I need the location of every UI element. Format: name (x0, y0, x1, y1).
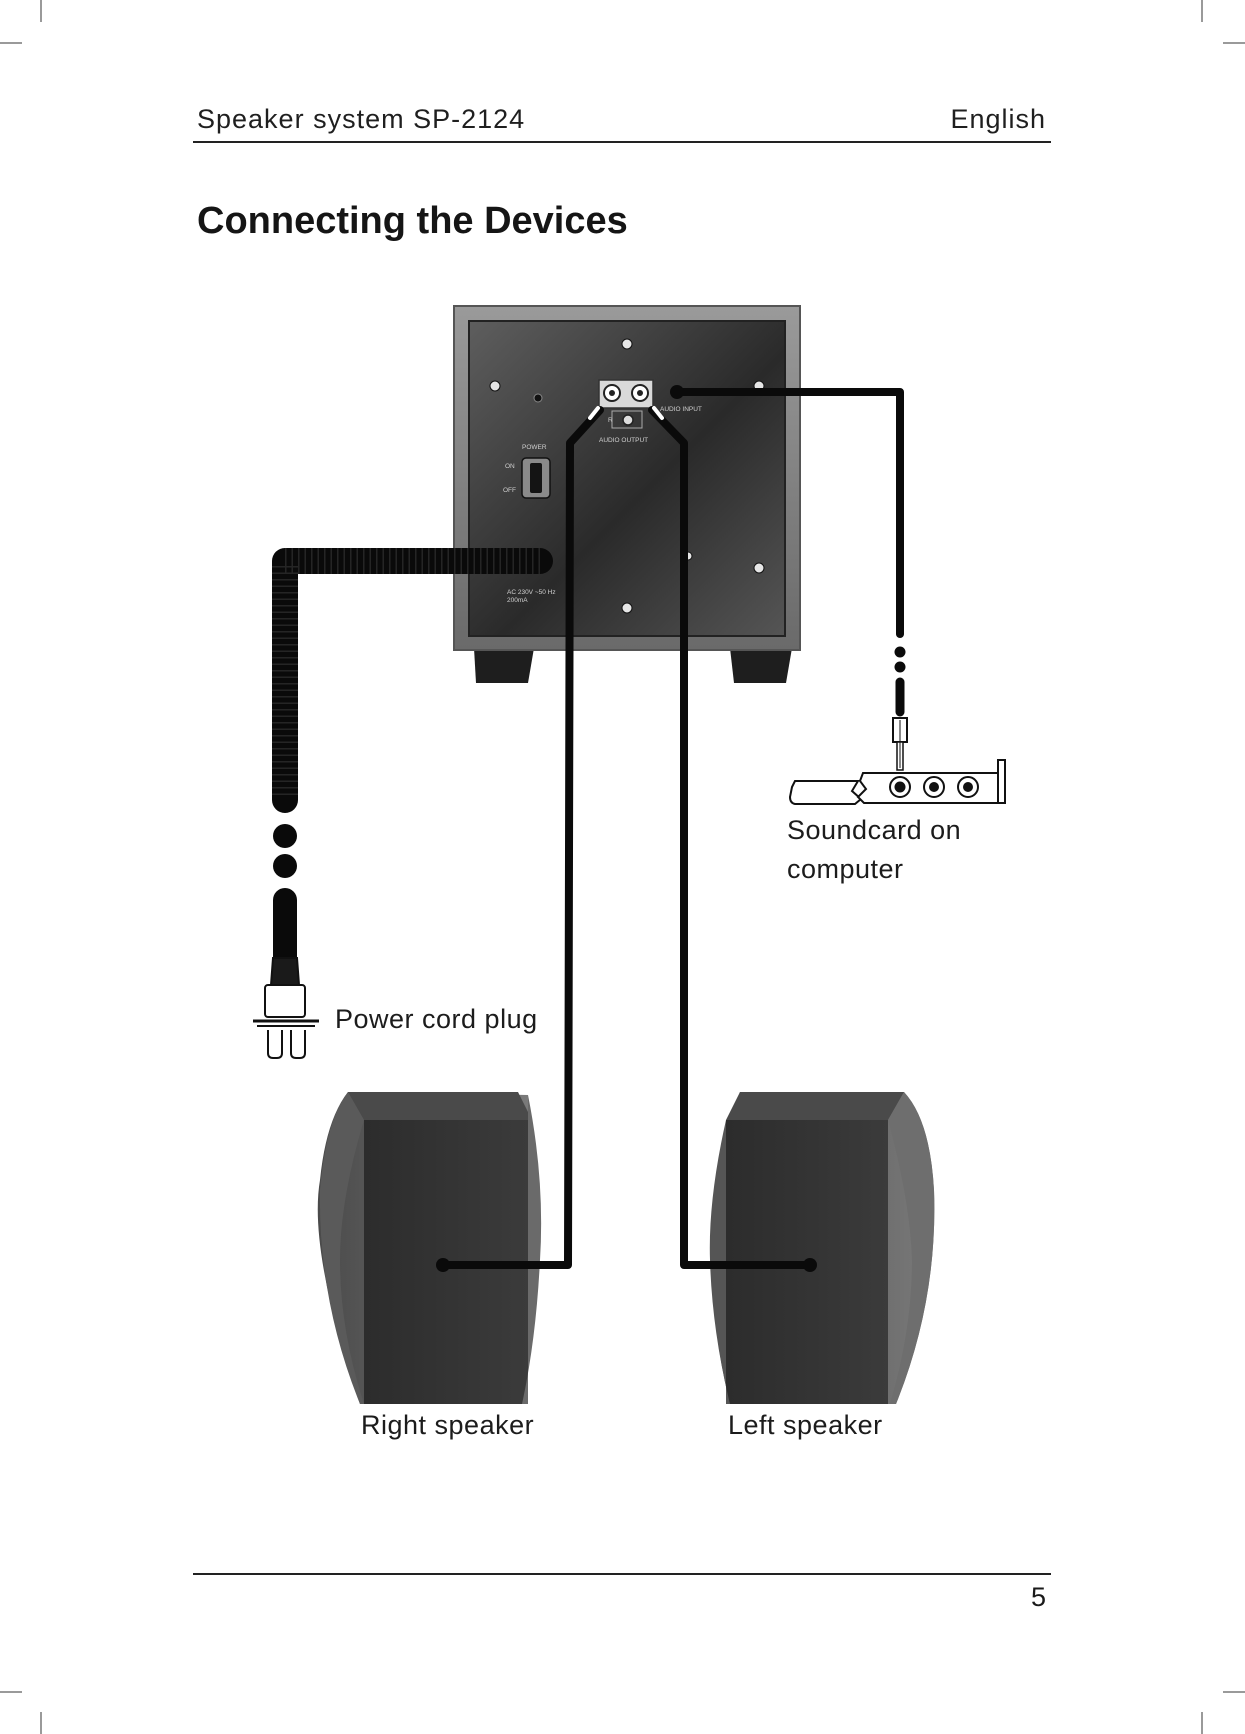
right-speaker-terminal (436, 1258, 450, 1272)
cable-break-dot (894, 646, 906, 658)
crop-mark (1201, 1712, 1203, 1734)
cord-break-dot (273, 824, 297, 848)
header-rule (193, 141, 1051, 143)
cable-break-dot (894, 661, 906, 673)
screw (621, 338, 633, 350)
crop-mark (0, 42, 22, 44)
speaker-cables (439, 406, 814, 1269)
subwoofer-foot-left (474, 648, 534, 683)
crop-mark (1223, 42, 1245, 44)
left-speaker-label: Left speaker (728, 1410, 883, 1440)
audio-output-label: AUDIO OUTPUT (599, 437, 648, 444)
crop-mark (40, 0, 42, 22)
crop-mark (1201, 0, 1203, 22)
audio-output-jack (611, 410, 643, 429)
power-cord (272, 548, 553, 972)
crop-mark (0, 1691, 22, 1693)
header-language: English (950, 104, 1046, 134)
right-speaker-label: Right speaker (361, 1410, 535, 1440)
left-speaker (709, 1092, 935, 1404)
power-plug-label: Power cord plug (335, 1004, 538, 1034)
channel-r-label: R (608, 417, 613, 424)
audio-input-label: AUDIO INPUT (660, 406, 702, 413)
power-off-label: OFF (503, 487, 516, 494)
soundcard-label: Soundcard on computer (787, 811, 961, 889)
soundcard-bracket (788, 759, 1006, 805)
footer-rule (193, 1573, 1051, 1575)
soundcard-label-line1: Soundcard on (787, 815, 962, 845)
power-label: POWER (522, 444, 547, 451)
rating-label: AC 230V ~50 Hz (507, 589, 556, 596)
section-title: Connecting the Devices (197, 200, 628, 242)
rating-current-label: 200mA (507, 597, 528, 604)
page-number: 5 (1030, 1582, 1046, 1612)
audio-input-cable (670, 385, 908, 771)
right-speaker (317, 1092, 542, 1404)
power-plug (253, 957, 319, 1059)
crop-mark (40, 1712, 42, 1734)
soundcard-label-line2: computer (787, 854, 904, 884)
cord-break-dot (273, 854, 297, 878)
screw (621, 602, 633, 614)
subwoofer-rear-panel: AUDIO INPUT R AUDIO OUTPUT POWER ON OFF … (453, 305, 801, 683)
screw (533, 393, 543, 403)
screw (489, 380, 501, 392)
left-speaker-terminal (803, 1258, 817, 1272)
subwoofer-foot-right (730, 648, 792, 683)
screw (753, 562, 765, 574)
power-on-label: ON (505, 463, 515, 470)
crop-mark (1223, 1691, 1245, 1693)
header-document-title: Speaker system SP-2124 (197, 104, 526, 134)
